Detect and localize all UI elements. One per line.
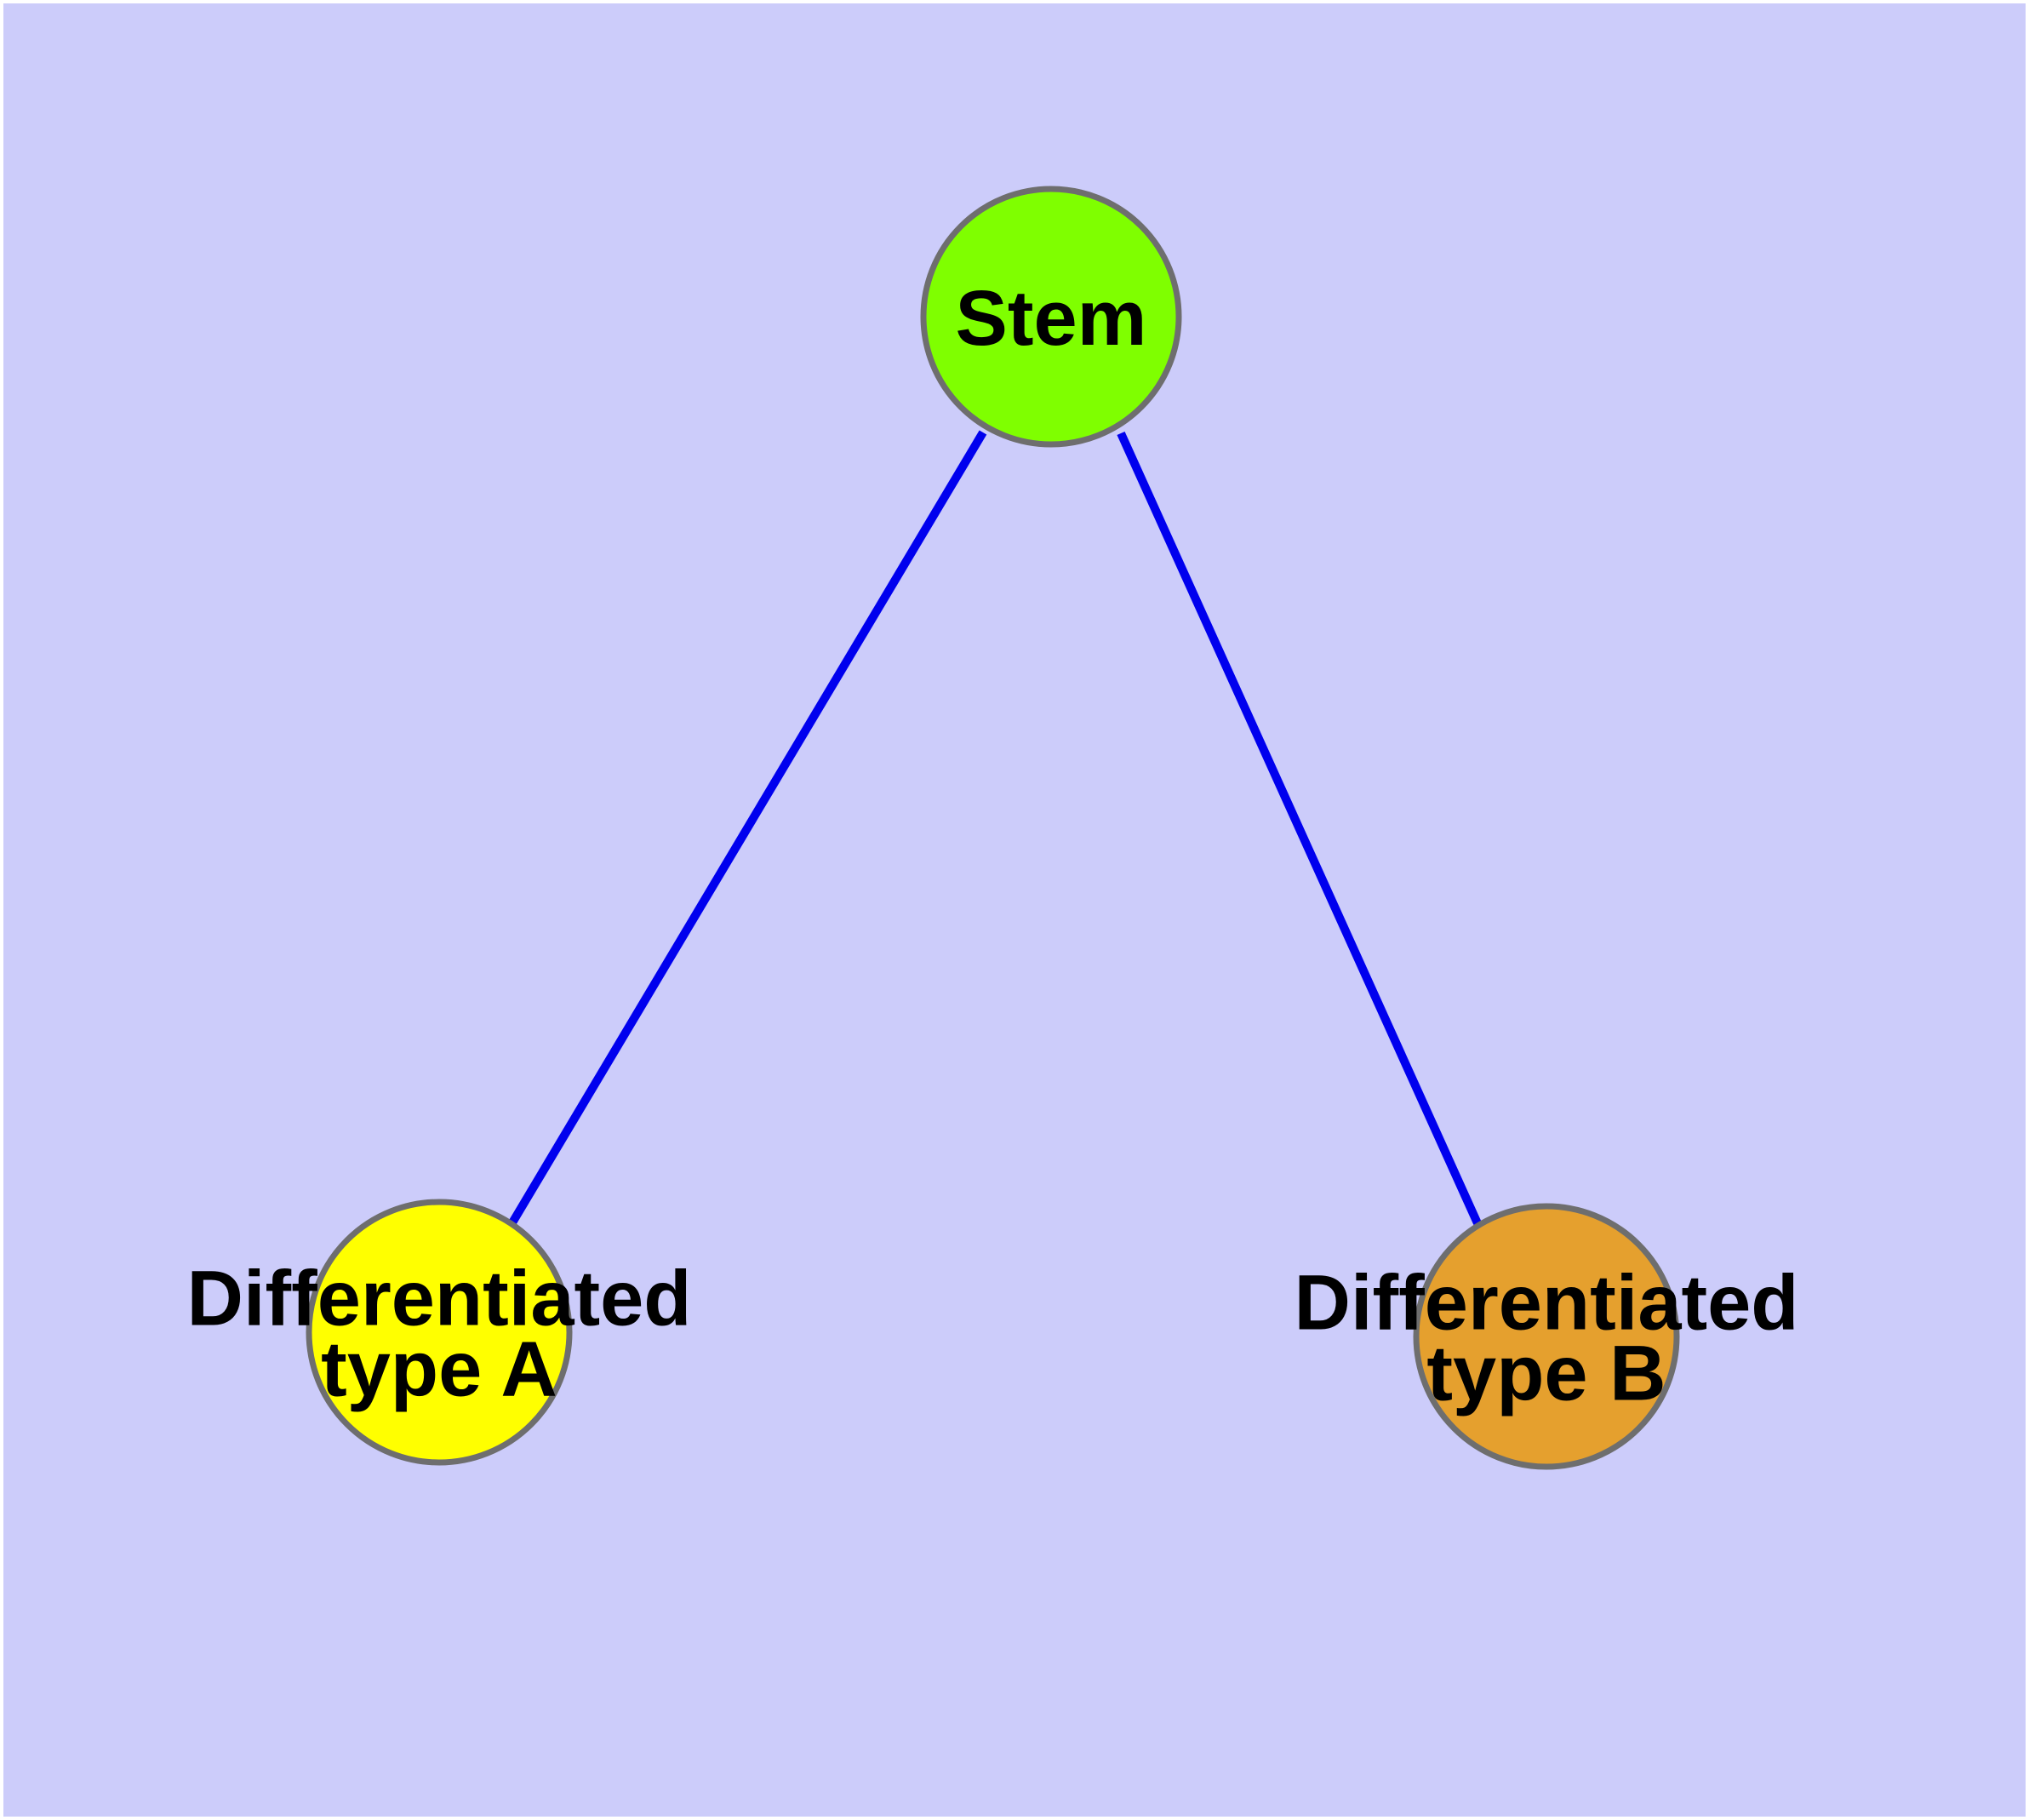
edges-group <box>507 430 1482 1227</box>
nodes-group <box>306 186 1680 1470</box>
node-label-line: type A <box>321 1326 557 1413</box>
node-label-stem: Stem <box>956 275 1147 362</box>
edge-stem-to-a[interactable] <box>507 430 987 1227</box>
node-label-line: type B <box>1426 1331 1666 1417</box>
node-label-line: Differentiated <box>187 1256 692 1342</box>
node-diff-b[interactable] <box>1413 1203 1680 1470</box>
edge-stem-to-b[interactable] <box>1117 431 1482 1226</box>
node-label-line: Differentiated <box>1295 1260 1799 1347</box>
node-diff-a[interactable] <box>306 1199 573 1466</box>
node-stem[interactable] <box>920 186 1182 448</box>
node-label-line: Stem <box>956 275 1147 362</box>
